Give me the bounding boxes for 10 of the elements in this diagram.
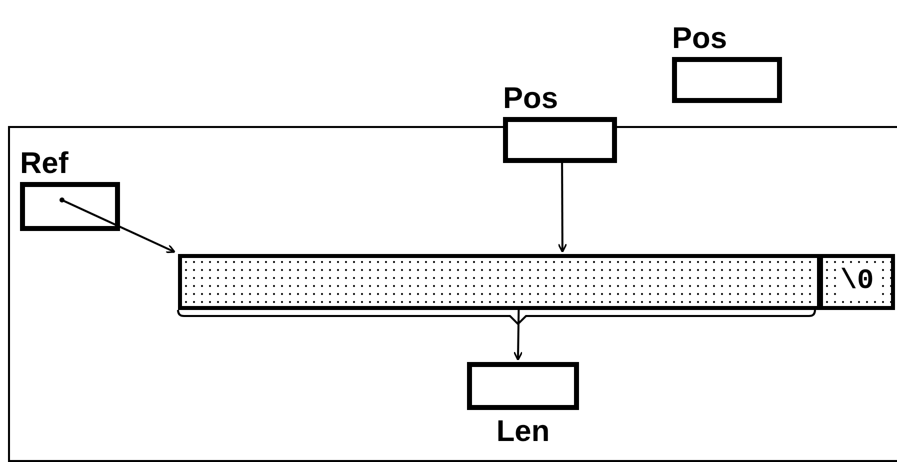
arrow [513, 308, 523, 361]
frame-box [8, 126, 897, 462]
arrow [558, 163, 568, 253]
variable-label: Pos [503, 81, 558, 117]
terminator-cell [819, 254, 895, 310]
variable-label: Pos [672, 21, 728, 57]
arrow [62, 199, 176, 254]
variable-label: Ref [20, 146, 68, 182]
variable-label: Len [496, 414, 550, 450]
string-bar [178, 254, 821, 310]
